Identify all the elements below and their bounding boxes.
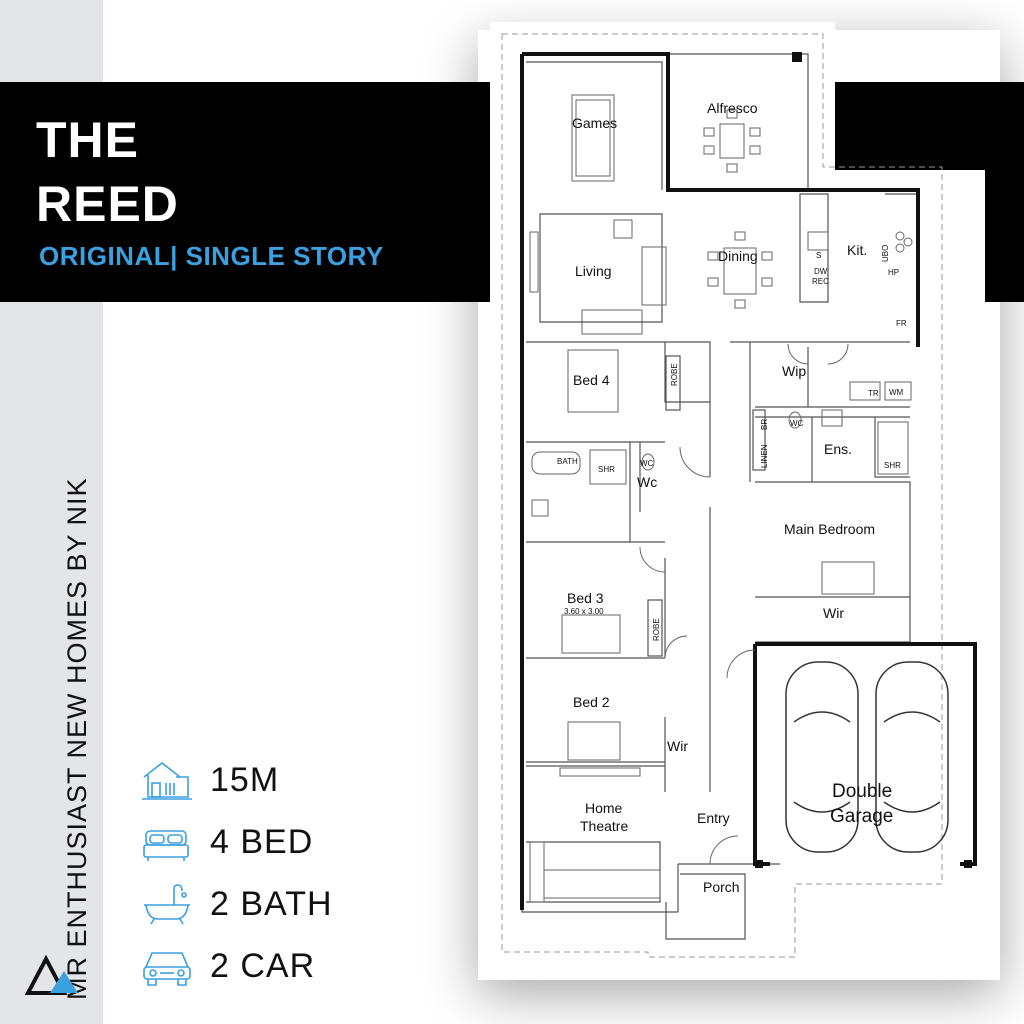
fixture-wc-ens: WC [790,419,804,428]
feature-car-spaces-label: 2 CAR [210,947,316,985]
room-alfresco: Alfresco [707,100,758,116]
room-bed4: Bed 4 [573,372,610,388]
fixture-dw: DW [814,267,828,276]
room-wip: Wip [782,363,806,379]
fixture-wc-small: WC [640,459,654,468]
car-outlines [785,661,949,853]
room-bed3-size: 3.60 x 3.00 [564,607,604,616]
feature-bathrooms-label: 2 BATH [210,885,333,923]
fixture-robe-bed4: ROBE [670,363,679,386]
room-home-theatre-2: Theatre [580,818,628,834]
room-bed3: Bed 3 [567,590,604,606]
title-line-1: THE [36,112,139,168]
feature-bedrooms: 4 BED [140,819,400,869]
room-wir-main: Wir [823,605,844,621]
room-dining: Dining [718,248,758,264]
living-furniture [529,219,667,335]
room-bed2: Bed 2 [573,694,610,710]
theatre-furniture [529,767,661,903]
page-title: THE REED [36,108,179,236]
fixture-sink: S [816,251,821,260]
site-boundary [501,33,943,958]
alfresco-table [703,109,761,173]
floor-plan: Games Alfresco Living Dining Kit. Bed 4 … [490,22,985,970]
fixture-shr-main: SHR [598,465,615,474]
fixture-hp: HP [888,268,899,277]
fixture-linen: LINEN [760,444,769,468]
feature-bathrooms: 2 BATH [140,881,400,931]
dining-table [707,231,773,309]
page-subtitle: ORIGINAL| SINGLE STORY [39,241,384,271]
room-entry: Entry [697,810,730,826]
door-swings [639,343,849,865]
pool-table [571,94,615,182]
room-garage-2: Garage [830,806,893,827]
brand-logo-icon [24,955,78,995]
room-main-bedroom: Main Bedroom [784,521,875,537]
beds [561,349,875,761]
bathtub-icon [144,884,190,925]
room-wir-bed2: Wir [667,738,688,754]
feature-car-spaces: 2 CAR [140,943,400,993]
bed-icon [143,830,189,861]
fixture-shr-ens: SHR [884,461,901,470]
room-games: Games [572,115,617,131]
room-porch: Porch [703,879,740,895]
fixture-fr: FR [896,319,907,328]
fixture-br: BR [760,419,769,430]
room-living: Living [575,263,612,279]
feature-frontage: 15M [140,757,400,807]
bath-fixtures [531,231,913,517]
fixture-rec: REC [812,277,829,286]
fixture-tr: TR [868,389,879,398]
fixture-wm: WM [889,388,904,397]
car-icon [143,952,191,986]
room-garage-1: Double [832,781,892,802]
feature-bedrooms-label: 4 BED [210,823,314,861]
room-wc: Wc [637,474,657,490]
fixture-robe-bed3: ROBE [652,618,661,641]
fixture-ubo: UBO [881,245,890,262]
feature-frontage-label: 15M [210,761,280,799]
room-ens: Ens. [824,441,852,457]
brand-side-text: MR ENTHUSIAST NEW HOMES BY NIK [62,477,92,1000]
room-home-theatre-1: Home [585,800,623,816]
house-frontage-icon [142,761,192,800]
title-line-2: REED [36,176,179,232]
fixture-bath: BATH [557,457,578,466]
room-kitchen: Kit. [847,242,867,258]
